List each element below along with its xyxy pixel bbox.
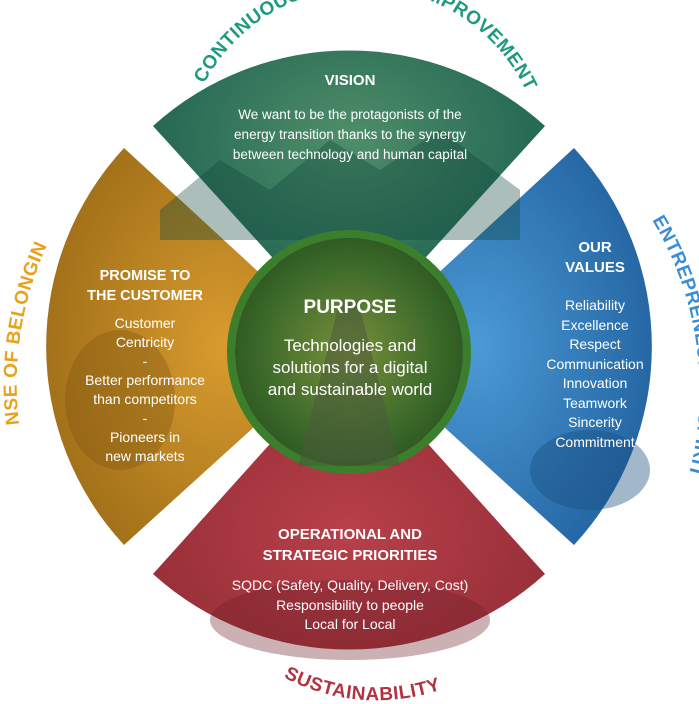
workers-shadow xyxy=(210,580,490,660)
purpose-block: PURPOSE Technologies and solutions for a… xyxy=(245,297,455,401)
value-item: Respect xyxy=(569,336,621,352)
priorities-block: OPERATIONAL AND STRATEGIC PRIORITIES SQD… xyxy=(180,524,520,635)
values-list: Reliability Excellence Respect Communica… xyxy=(546,296,643,452)
priority-line: SQDC (Safety, Quality, Delivery, Cost) xyxy=(231,577,469,593)
vision-line: energy transition thanks to the synergy xyxy=(234,127,466,142)
customer-segment xyxy=(46,148,341,545)
customer-title-line: THE CUSTOMER xyxy=(87,288,203,304)
purpose-title: PURPOSE xyxy=(303,297,397,318)
customer-title: PROMISE TO THE CUSTOMER xyxy=(87,266,203,306)
priority-line: Responsibility to people xyxy=(276,596,424,613)
value-item: Sincerity xyxy=(568,414,622,430)
priorities-segment xyxy=(153,356,545,650)
customer-separator: - xyxy=(142,410,148,426)
customer-separator: - xyxy=(142,353,148,369)
values-segment xyxy=(357,148,652,545)
vision-line: between technology and human capital xyxy=(232,147,468,162)
customer-line: Better performance xyxy=(85,372,205,388)
customer-title-line: PROMISE TO xyxy=(99,268,191,284)
vision-title: VISION xyxy=(324,72,376,89)
value-item: Teamwork xyxy=(563,394,627,411)
priorities-title: OPERATIONAL AND STRATEGIC PRIORITIES xyxy=(263,524,438,566)
customer-line: Centricity xyxy=(115,334,175,350)
values-title-line: OUR xyxy=(578,239,612,256)
purpose-circle-border xyxy=(227,230,471,474)
values-title-line: VALUES xyxy=(565,259,625,276)
values-block: OUR VALUES Reliability Excellence Respec… xyxy=(515,238,675,452)
priorities-title-line: STRATEGIC PRIORITIES xyxy=(262,547,438,564)
value-item: Reliability xyxy=(565,297,625,313)
purpose-text: Technologies and solutions for a digital… xyxy=(268,335,432,401)
priorities-title-line: OPERATIONAL AND xyxy=(278,526,422,543)
value-item: Innovation xyxy=(562,375,628,391)
purpose-line: solutions for a digital xyxy=(272,358,428,377)
customer-line: than competitors xyxy=(93,391,197,407)
customer-line: Pioneers in xyxy=(109,429,181,445)
customer-line: Customer xyxy=(114,315,176,331)
vision-line: We want to be the protagonists of the xyxy=(238,107,462,122)
customer-block: PROMISE TO THE CUSTOMER Customer Centric… xyxy=(55,266,235,466)
purpose-line: Technologies and xyxy=(283,336,417,355)
value-item: Communication xyxy=(546,355,644,372)
priorities-list: SQDC (Safety, Quality, Delivery, Cost) R… xyxy=(232,576,469,635)
priority-line: Local for Local xyxy=(304,616,396,632)
customer-line: new markets xyxy=(105,448,185,464)
coin-stack-shadow xyxy=(530,430,650,510)
purpose-line: and sustainable world xyxy=(267,380,433,399)
ring-label-bottom: SUSTAINABILITY xyxy=(281,663,443,704)
handshake-shadow xyxy=(65,330,175,470)
values-title: OUR VALUES xyxy=(565,238,625,278)
mountain-silhouette xyxy=(160,130,520,240)
vision-text: We want to be the protagonists of the en… xyxy=(233,105,467,165)
vision-segment xyxy=(153,50,545,343)
value-item: Commitment xyxy=(555,433,635,450)
road-graphic xyxy=(298,300,400,466)
vision-block: VISION We want to be the protagonists of… xyxy=(200,72,500,165)
customer-list: Customer Centricity - Better performance… xyxy=(85,314,205,466)
value-item: Excellence xyxy=(561,316,629,333)
ring-label-left: SENSE OF BELONGING xyxy=(0,0,52,426)
